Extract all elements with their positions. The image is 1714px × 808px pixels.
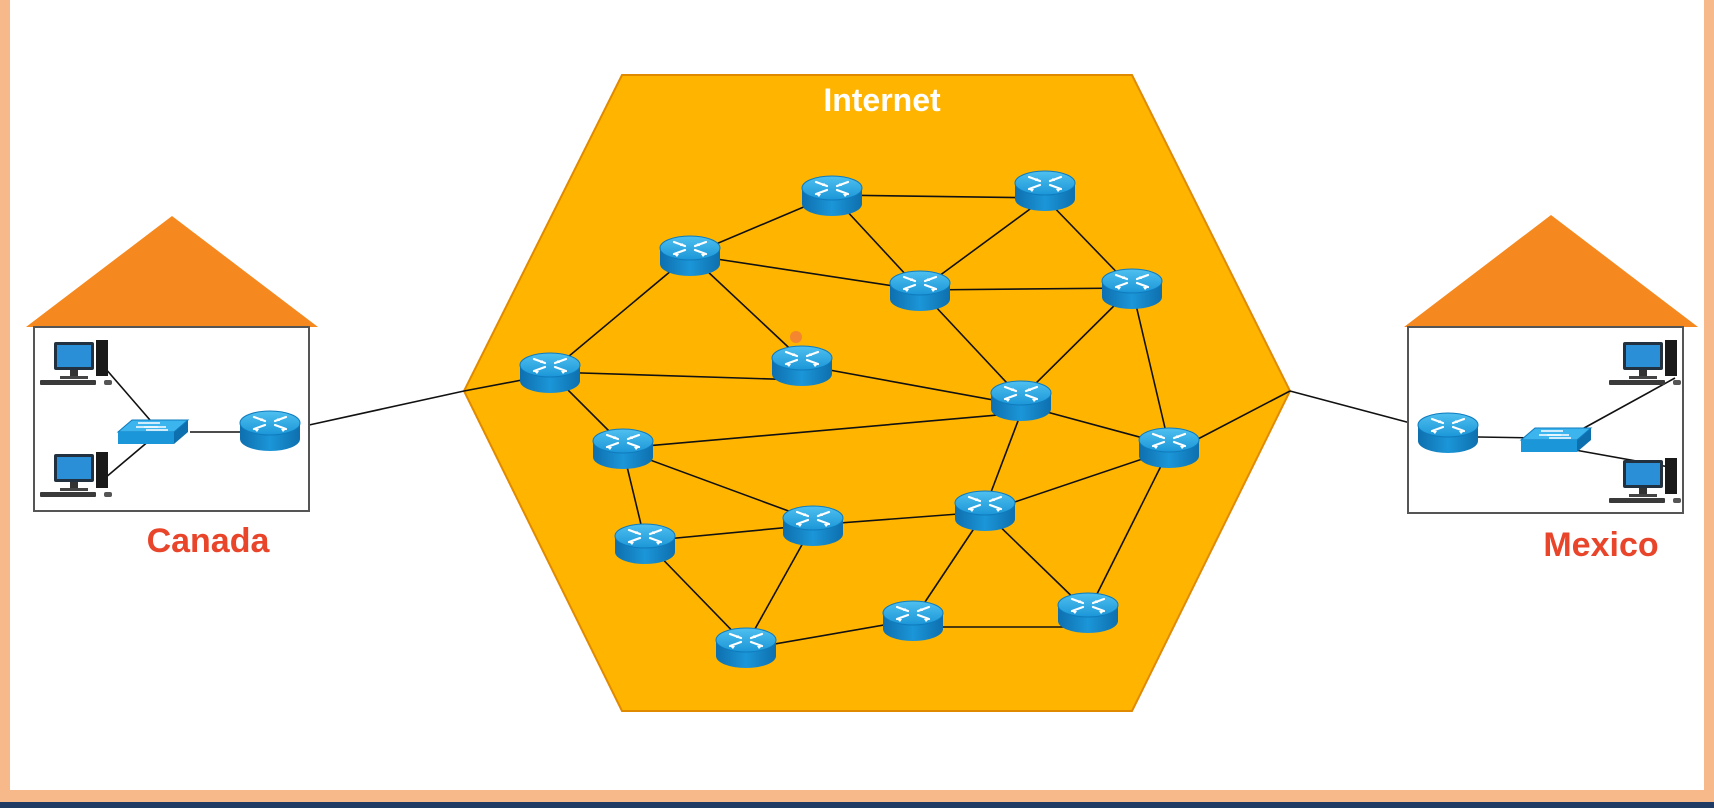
mexico-label: Mexico bbox=[1543, 526, 1658, 564]
router-icon[interactable] bbox=[770, 344, 834, 388]
router-icon[interactable] bbox=[613, 522, 677, 566]
router-icon[interactable] bbox=[989, 379, 1053, 423]
router-icon[interactable] bbox=[1137, 426, 1201, 470]
bottom-bar bbox=[0, 790, 1714, 808]
router-icon[interactable] bbox=[518, 351, 582, 395]
router-icon[interactable] bbox=[781, 504, 845, 548]
switch-icon[interactable] bbox=[117, 419, 189, 445]
router-icon[interactable] bbox=[1100, 267, 1164, 311]
router-icon[interactable] bbox=[1416, 411, 1480, 455]
house-roof-icon bbox=[1404, 215, 1698, 327]
canada-label: Canada bbox=[147, 522, 271, 560]
router-icon[interactable] bbox=[881, 599, 945, 643]
cursor-marker bbox=[790, 331, 802, 343]
external-links bbox=[299, 379, 1419, 441]
router-icon[interactable] bbox=[658, 234, 722, 278]
router-icon[interactable] bbox=[1056, 591, 1120, 635]
router-icon[interactable] bbox=[800, 174, 864, 218]
router-icon[interactable] bbox=[1013, 169, 1077, 213]
canada-site: Canada bbox=[26, 216, 318, 560]
internet-label: Internet bbox=[823, 82, 941, 118]
switch-icon[interactable] bbox=[1520, 427, 1592, 453]
router-icon[interactable] bbox=[953, 489, 1017, 533]
router-icon[interactable] bbox=[888, 269, 952, 313]
internet-cloud-hexagon bbox=[462, 74, 1292, 712]
router-icon[interactable] bbox=[591, 427, 655, 471]
router-icon[interactable] bbox=[238, 409, 302, 453]
mexico-site: Mexico bbox=[1404, 215, 1698, 564]
router-icon[interactable] bbox=[714, 626, 778, 670]
house-roof-icon bbox=[26, 216, 318, 327]
